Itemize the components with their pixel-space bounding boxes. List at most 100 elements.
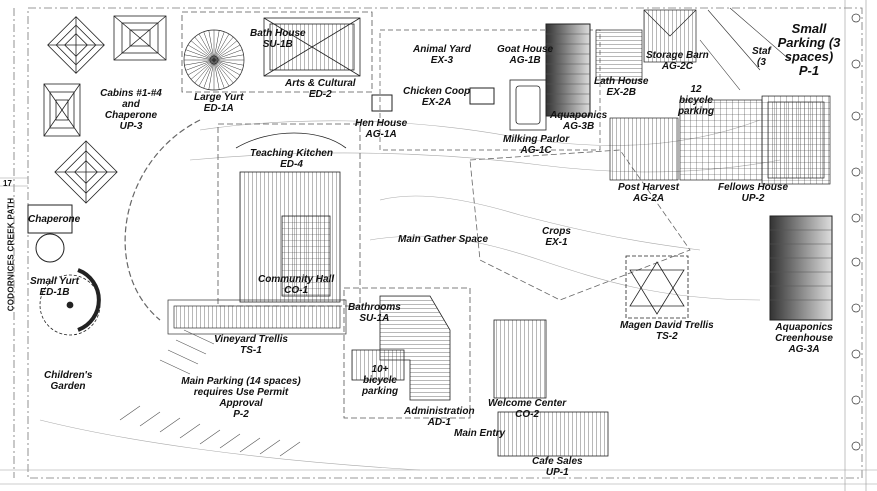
label-bicycle-12-name: 12 bicycle parking (677, 84, 715, 117)
label-main-parking-name: Main Parking (14 spaces) requires Use Pe… (181, 376, 301, 409)
crops-area (469, 149, 691, 301)
yurt-spoke (213, 36, 234, 61)
boundary-markers (851, 13, 861, 451)
yurt-spoke (213, 59, 225, 89)
milking-parlor (509, 79, 547, 131)
label-hen-house-name: Hen House (355, 118, 408, 129)
yurt-spoke (184, 54, 215, 61)
callout-17: 17 (3, 179, 12, 188)
staff-housing (699, 7, 791, 91)
aquaponics-b-roof (545, 23, 591, 117)
yurt-spoke (185, 59, 215, 71)
label-fellows-house-name: Fellows House (718, 182, 789, 193)
yurt-spoke (213, 40, 238, 61)
label-community-hall-name: Community Hall (258, 274, 335, 285)
label-small-parking-name: Small Parking (3 spaces) (777, 21, 841, 64)
yurt-spoke (198, 59, 215, 87)
aquaponics-a-roof (769, 215, 833, 321)
label-bicycle-12: 12 bicycle parking (676, 84, 716, 117)
chaperone-circle (35, 233, 65, 263)
yurt-spoke (187, 59, 215, 76)
cabins (43, 15, 167, 204)
label-main-entry: Main Entry (454, 428, 505, 439)
label-vineyard-name: Vineyard Trellis (214, 334, 288, 345)
small-yurt (39, 268, 101, 336)
yurt-spoke (208, 59, 215, 90)
yurt-spoke (184, 59, 215, 66)
label-arts-code: ED-2 (308, 89, 332, 100)
circular-path (124, 119, 201, 321)
community-hall (217, 123, 361, 307)
lath-house (595, 29, 643, 81)
yurt-spoke (198, 33, 215, 61)
label-fellows-house-code: UP-2 (741, 193, 765, 204)
label-goat-house-code: AG-1B (509, 55, 541, 66)
label-bicycle-10-name: 10+ bicycle parking (361, 364, 399, 397)
label-cabins-code: UP-3 (119, 121, 143, 132)
label-administration-code: AD-1 (427, 417, 451, 428)
label-welcome-center-name: Welcome Center (488, 398, 567, 409)
label-chicken-coop-code: EX-2A (421, 97, 452, 108)
label-childrens-garden-name: Children's Garden (44, 370, 93, 392)
post-harvest (609, 117, 679, 181)
yurt-spoke (213, 44, 241, 61)
animal-yard (379, 29, 601, 151)
label-administration-name: Administration (404, 406, 475, 417)
label-chaperone-name: Chaperone (28, 214, 81, 225)
fellows-house (679, 95, 831, 185)
label-bathrooms-name: Bathrooms (348, 302, 401, 313)
label-cabins-name: Cabins #1-#4 and Chaperone (100, 88, 162, 121)
label-chicken-coop-name: Chicken Coop (403, 86, 471, 97)
yurt-spoke (190, 59, 215, 80)
creek-path-label: CODORNICES CREEK PATH (6, 197, 16, 312)
storage-barn (643, 9, 697, 63)
label-post-harvest-code: AG-2A (633, 193, 665, 204)
yurt-spoke (190, 40, 215, 61)
yurt-spoke (185, 49, 215, 61)
label-crops-code: EX-1 (545, 237, 568, 248)
label-large-yurt-name: Large Yurt (194, 92, 244, 103)
label-lath-house-code: EX-2B (606, 87, 636, 98)
label-storage-barn-code: AG-2C (661, 61, 693, 72)
label-aquaponics-a-name: Aquaponics Creenhouse (775, 322, 833, 344)
label-community-hall-code: CO-1 (284, 285, 309, 296)
aquaponics-a-lines (770, 229, 832, 301)
vineyard-trellis (167, 299, 347, 335)
magen-david-trellis (625, 255, 689, 319)
label-bath-house-code: SU-1B (262, 39, 293, 50)
yurt-spoke (213, 54, 244, 61)
label-goat-house-name: Goat House (497, 44, 554, 55)
hen-house (371, 94, 393, 112)
yurt-spoke (194, 59, 215, 84)
yurt-spoke (213, 59, 238, 80)
label-aquaponics-b-name: Aquaponics (550, 110, 608, 121)
yurt-spoke (213, 59, 234, 84)
label-magen-david-code: TS-2 (656, 331, 678, 342)
label-small-yurt-code: ED-1B (39, 287, 70, 298)
label-small-parking: Small Parking (3 spaces)P-1 (772, 22, 846, 78)
yurt-spoke (213, 59, 220, 90)
yurt-spoke (208, 30, 215, 61)
label-animal-yard-name: Animal Yard (413, 44, 471, 55)
bath-house-arts (181, 11, 373, 93)
yurt-spoke (187, 44, 215, 61)
label-animal-yard-code: EX-3 (430, 55, 454, 66)
label-milking-code: AG-1C (520, 145, 552, 156)
label-staff-name: Staf (752, 46, 771, 57)
yurt-spoke (213, 59, 241, 76)
label-teaching-kitchen-code: ED-4 (280, 159, 303, 170)
label-crops-name: Crops (542, 226, 571, 237)
chicken-coop-box (469, 87, 495, 105)
